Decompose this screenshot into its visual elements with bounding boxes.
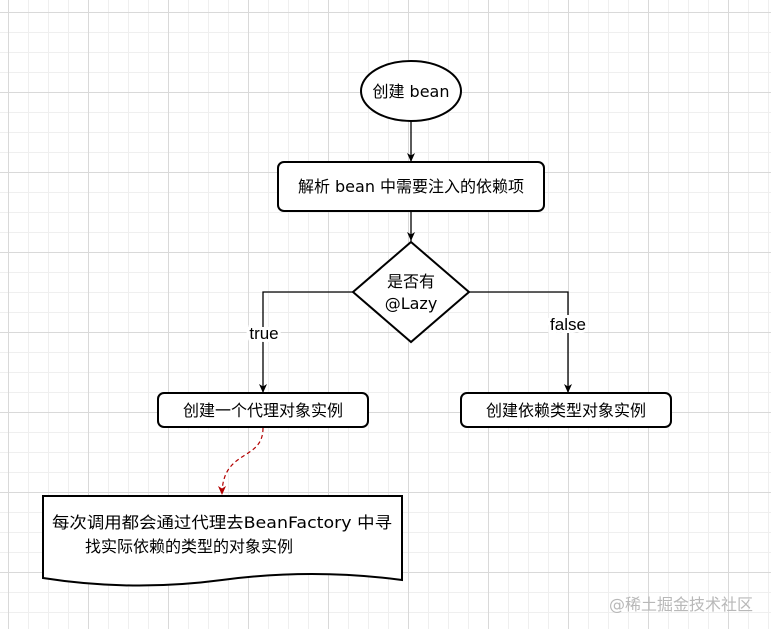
node-start: 创建 bean bbox=[360, 60, 462, 122]
edge-proxy-to-note-dashed bbox=[218, 427, 264, 496]
edge-label-true: true bbox=[249, 324, 278, 343]
node-decision: 是否有 @Lazy bbox=[351, 240, 471, 344]
node-direct: 创建依赖类型对象实例 bbox=[460, 392, 672, 428]
node-parse: 解析 bean 中需要注入的依赖项 bbox=[277, 161, 545, 212]
node-note-line1: 每次调用都会通过代理去BeanFactory 中寻 bbox=[52, 513, 392, 532]
node-parse-label: 解析 bean 中需要注入的依赖项 bbox=[298, 177, 524, 196]
node-note-line2: 找实际依赖的类型的对象实例 bbox=[85, 537, 293, 556]
watermark: @稀土掘金技术社区 bbox=[608, 595, 753, 614]
edge-decision-true bbox=[259, 291, 353, 393]
node-start-label: 创建 bean bbox=[372, 82, 449, 101]
node-decision-line2: @Lazy bbox=[385, 294, 438, 313]
node-direct-label: 创建依赖类型对象实例 bbox=[486, 401, 646, 420]
node-proxy: 创建一个代理对象实例 bbox=[157, 392, 369, 428]
node-decision-line1: 是否有 bbox=[387, 272, 435, 291]
edge-label-false: false bbox=[550, 315, 586, 334]
edge-decision-false bbox=[469, 291, 572, 393]
node-proxy-label: 创建一个代理对象实例 bbox=[183, 401, 343, 420]
node-note: 每次调用都会通过代理去BeanFactory 中寻 找实际依赖的类型的对象实例 bbox=[42, 495, 403, 587]
